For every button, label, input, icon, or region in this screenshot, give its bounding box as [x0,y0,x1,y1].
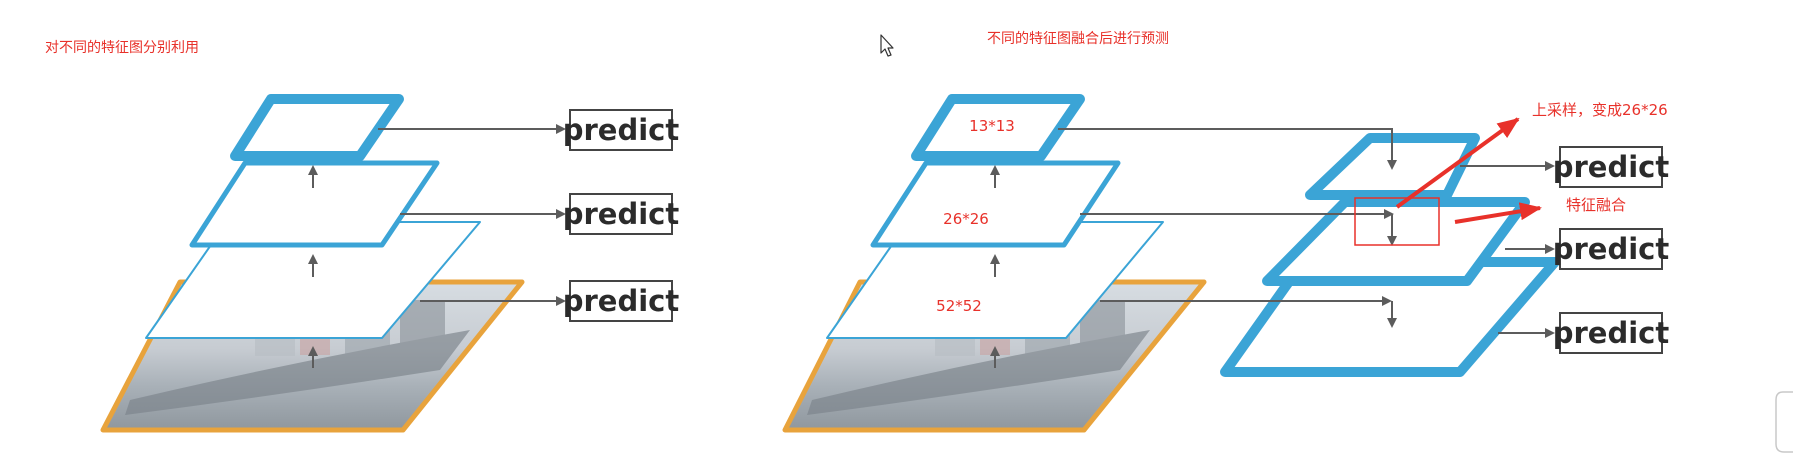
size-label-13: 13*13 [969,117,1015,135]
predict-label: predict [563,197,680,231]
predict-label: predict [563,284,680,318]
predict-label: predict [563,113,680,147]
predict-box: predict [563,109,680,151]
edge-widget[interactable] [1775,391,1793,453]
feature-layer-13 [911,94,1085,161]
fusion-annotation: 特征融合 [1566,196,1626,214]
predict-label: predict [1553,232,1670,266]
right-diagram-title: 不同的特征图融合后进行预测 [987,31,1169,47]
feature-layer-26 [870,160,1121,248]
predict-box: predict [563,193,680,235]
feature-layer-13 [230,94,404,161]
predict-box: predict [1553,312,1670,354]
predict-label: predict [1553,150,1670,184]
lateral-arrow-13 [1058,128,1397,170]
size-label-52: 52*52 [936,297,982,315]
left-diagram: predict predict predict [100,94,680,433]
fusion-annotation-arrow [1454,202,1542,224]
predict-box: predict [1553,146,1670,188]
upsample-annotation-arrow [1395,117,1520,209]
predict-label: predict [1553,316,1670,350]
feature-layer-26 [189,160,440,248]
mouse-cursor-icon [880,34,894,57]
right-diagram: 13*13 26*26 52*52 predict predict [782,94,1670,433]
fusion-highlight-box [1354,197,1440,246]
predict-box: predict [1553,228,1670,270]
upsample-annotation: 上采样，变成26*26 [1532,101,1668,119]
left-diagram-title: 对不同的特征图分别利用 [45,40,199,56]
size-label-26: 26*26 [943,210,989,228]
predict-box: predict [563,280,680,322]
